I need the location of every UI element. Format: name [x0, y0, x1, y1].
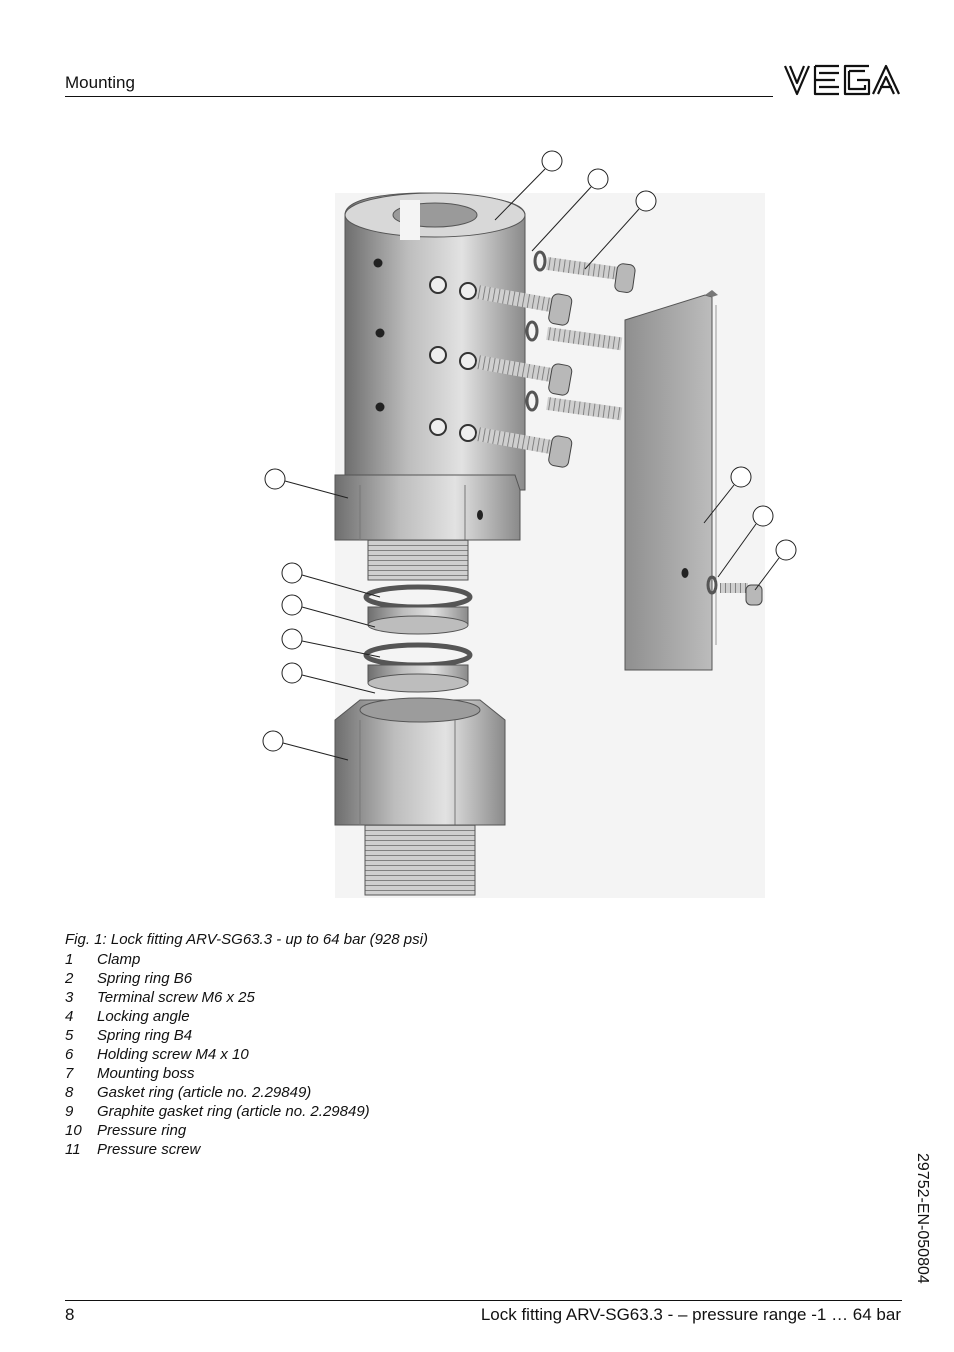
footer-rule	[65, 1300, 902, 1301]
page-number: 8	[65, 1305, 75, 1324]
footer-title: Lock fitting ARV-SG63.3 - – pressure ran…	[480, 1305, 901, 1324]
vega-logo	[783, 64, 900, 96]
document-id: 29752-EN-050804	[914, 1153, 931, 1284]
header-rule	[65, 96, 773, 97]
lock-fitting-exploded-drawing	[262, 150, 797, 898]
figure-caption: Fig. 1: Lock fitting ARV-SG63.3 - up to …	[65, 931, 428, 948]
section-title: Mounting	[65, 73, 135, 92]
